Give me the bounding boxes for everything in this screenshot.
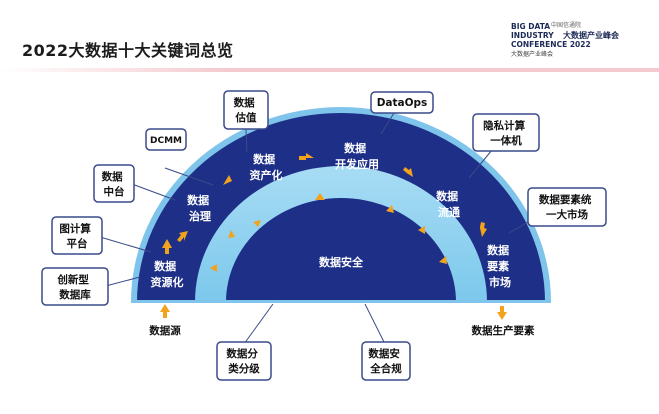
center-label-security: 数据安全 (319, 255, 364, 269)
ring-label-dev-app: 数据 开发应用 (335, 141, 379, 171)
arrow-light-3 (253, 220, 261, 227)
callout-box-privacy-computing (472, 113, 540, 152)
callout-box-unified-market (527, 187, 607, 227)
callout-box-security-compliance (361, 341, 411, 381)
arrow-light-6 (418, 226, 425, 234)
callout-dataops: DataOps (377, 97, 428, 109)
arrow-up-resource (162, 239, 172, 254)
title-divider (0, 68, 659, 72)
arrow-right-governance (223, 175, 232, 185)
callout-box-data-platform (93, 164, 135, 203)
base-strip (131, 300, 551, 303)
arrow-right-devapp (403, 167, 413, 177)
arrow-right-asset (299, 153, 314, 160)
label-data-source: 数据源 (148, 324, 181, 337)
logo-line-3: CONFERENCE 2022 (511, 40, 591, 49)
callout-data-valuation: 数据 估值 (233, 96, 259, 124)
arrow-down-market (497, 306, 507, 320)
arrow-light-4 (315, 193, 325, 200)
callout-innovative-db: 创新型 数据库 (56, 273, 92, 301)
arrow-light-2 (228, 230, 235, 238)
callout-graph-computing: 图计算 平台 (59, 222, 94, 250)
logo-cn-small: 中国信通院 (551, 22, 582, 29)
ring-label-resource: 数据 资源化 (151, 259, 184, 289)
logo-line-2: INDUSTRY (511, 31, 554, 40)
center-dome (226, 198, 456, 302)
callout-box-graph-computing (51, 216, 103, 255)
logo-cn-sub: 大数据产业峰会 (511, 51, 554, 58)
callout-box-innovative-db (41, 267, 109, 306)
ring-label-market: 数据 要素 市场 (487, 243, 513, 289)
callout-data-platform: 数据 中台 (101, 170, 127, 198)
callout-box-dcmm (145, 128, 187, 151)
ring-label-asset: 数据 资产化 (250, 152, 283, 182)
ring-label-governance: 数据 治理 (187, 193, 213, 223)
callout-unified-market: 数据要素统 一大市场 (538, 193, 595, 221)
callout-privacy-computing: 隐私计算 一体机 (483, 119, 529, 147)
arrow-light-5 (386, 205, 394, 213)
callout-box-classification (216, 341, 272, 381)
page-title: 2022大数据十大关键词总览 (22, 41, 234, 60)
label-production-factor: 数据生产要素 (471, 324, 535, 337)
callout-classification: 数据分 类分级 (225, 347, 261, 375)
arrow-up-governance (177, 231, 188, 242)
arrow-up-source (160, 304, 170, 318)
callout-dcmm: DCMM (150, 136, 182, 146)
callout-box-dataops (370, 91, 434, 114)
ring-label-flow: 数据 流通 (436, 189, 462, 219)
conference-logo: BIG DATA 中国信通院 INDUSTRY 大数据产业峰会 CONFEREN… (511, 16, 641, 64)
callout-security-compliance: 数据安 全合规 (367, 347, 403, 375)
callout-box-data-valuation (223, 90, 269, 130)
arrow-light-1 (210, 264, 217, 272)
arrow-light-7 (439, 256, 447, 264)
arrow-down-flow (480, 222, 487, 237)
logo-cn-name: 大数据产业峰会 (563, 31, 619, 40)
logo-line-1: BIG DATA (511, 22, 551, 31)
